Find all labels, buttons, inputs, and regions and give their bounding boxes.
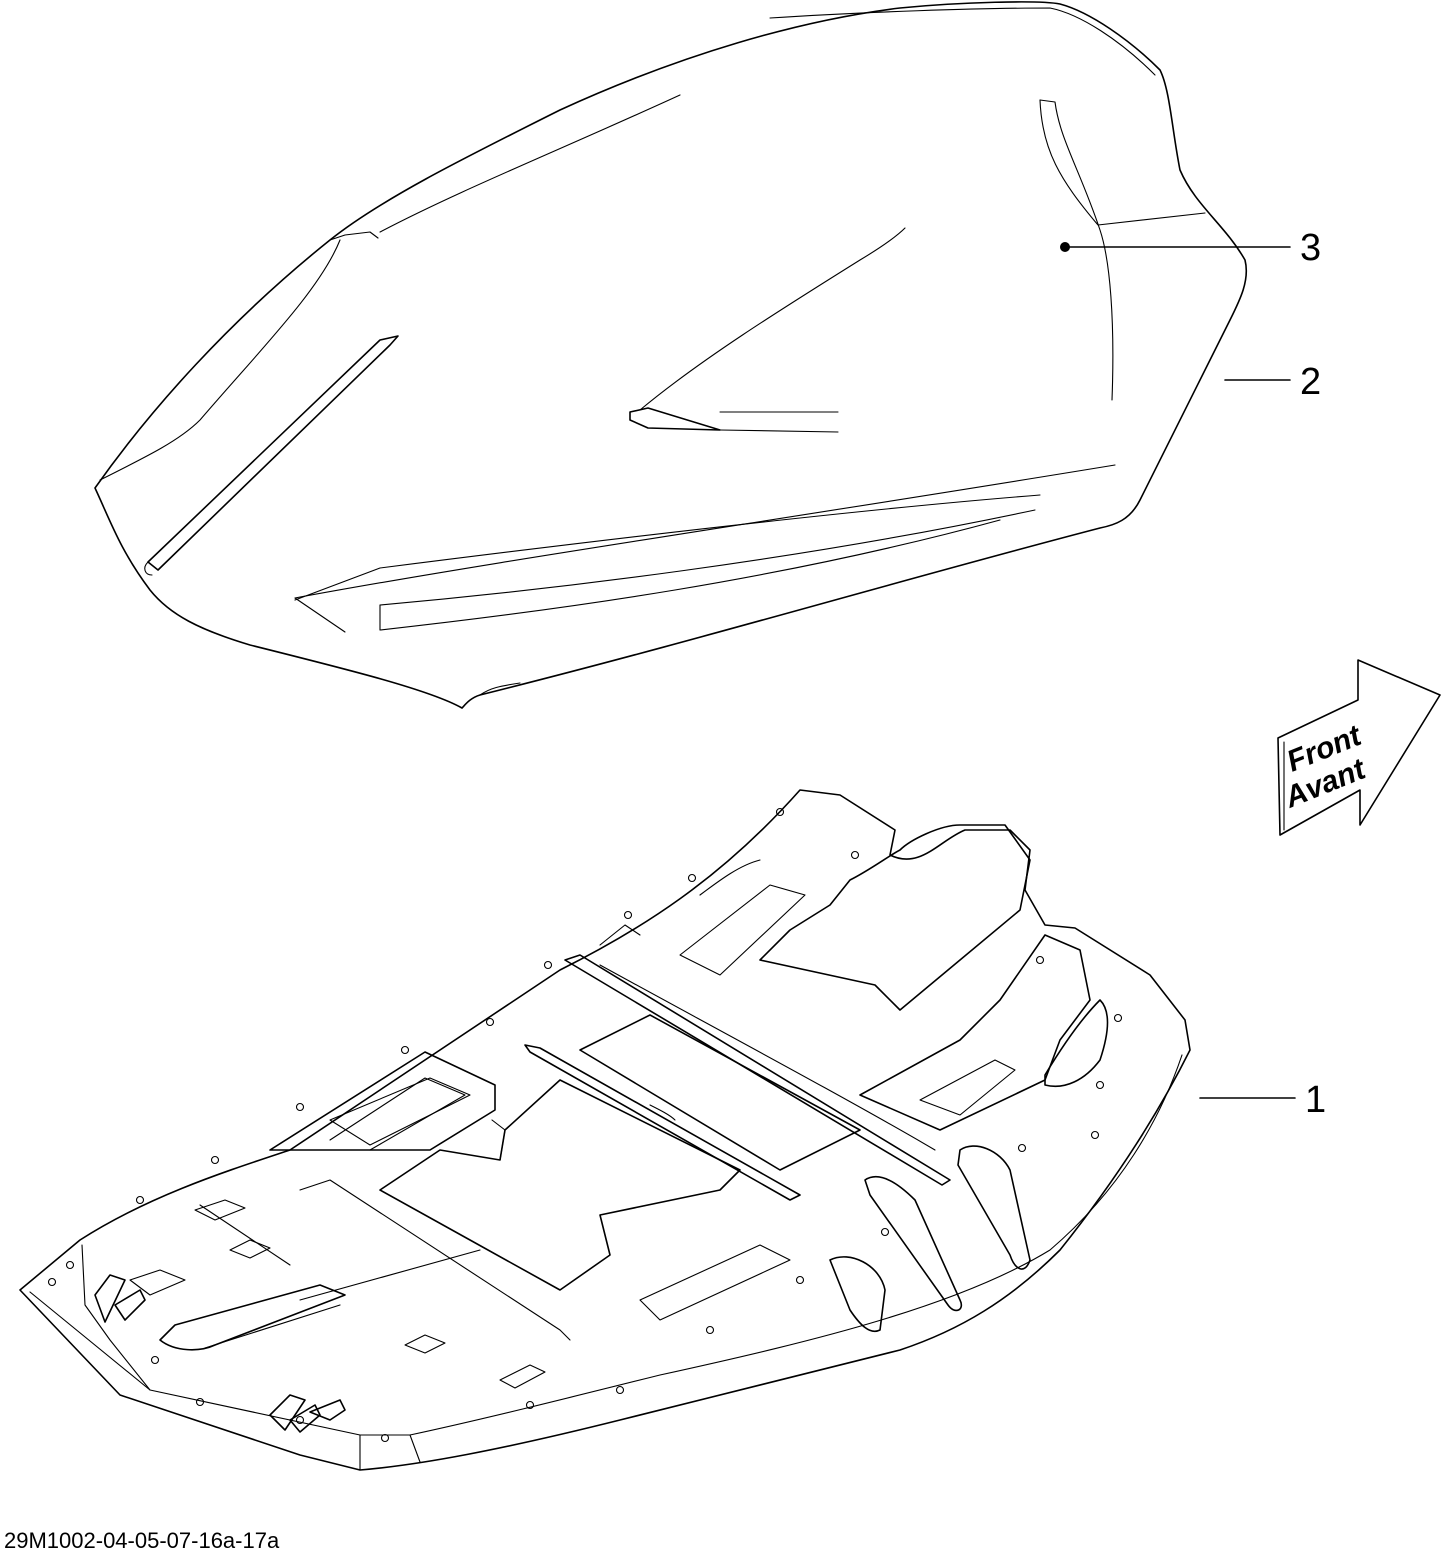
front-direction-arrow: Front Avant — [1277, 659, 1441, 836]
figure-id: 29M1002-04-05-07-16a-17a — [4, 1528, 280, 1553]
callout-3: 3 — [1060, 227, 1321, 269]
seat-cover — [94, 1, 1248, 709]
callout-1-number: 1 — [1305, 1079, 1326, 1121]
callout-1: 1 — [1199, 1079, 1326, 1121]
callout-3-number: 3 — [1300, 227, 1321, 269]
seat-base — [19, 789, 1191, 1471]
direction-arrow-shape — [1277, 659, 1441, 836]
callout-2: 2 — [1224, 361, 1321, 403]
callout-2-number: 2 — [1300, 361, 1321, 403]
